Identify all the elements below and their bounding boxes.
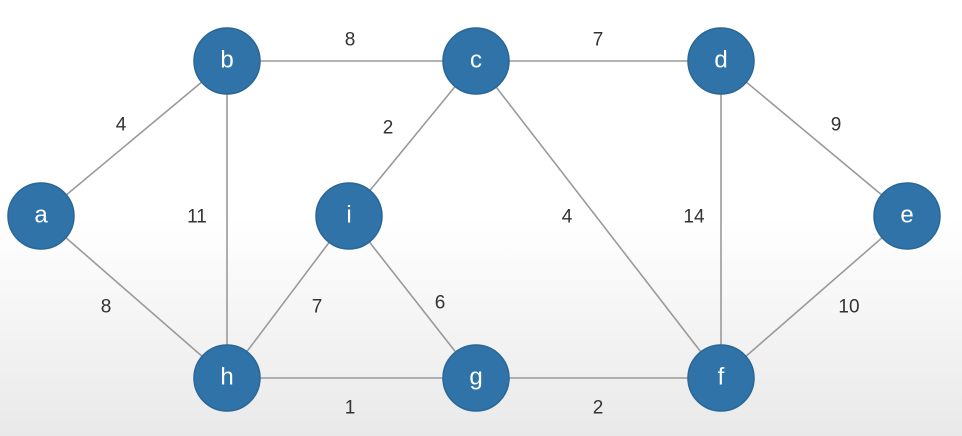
edge-weight-i-h: 7 (312, 297, 323, 318)
edge-weight-d-f: 14 (683, 207, 705, 228)
node-label-i: i (346, 202, 351, 229)
node-a: a (7, 182, 75, 250)
node-f: f (687, 344, 755, 412)
node-label-f: f (718, 364, 725, 391)
node-g: g (442, 344, 510, 412)
edge-weight-a-h: 8 (101, 297, 112, 318)
node-d: d (687, 27, 755, 95)
node-circle-h (193, 344, 261, 412)
edge-weight-c-d: 7 (593, 30, 604, 51)
node-label-d: d (714, 47, 727, 74)
node-i: i (315, 182, 383, 250)
edge-d-e (720, 60, 908, 217)
node-label-g: g (469, 364, 482, 391)
edge-weight-i-g: 6 (435, 293, 446, 314)
node-label-c: c (470, 47, 482, 74)
node-e: e (873, 182, 941, 250)
edge-weight-b-c: 8 (345, 30, 356, 51)
edge-i-h (226, 215, 350, 379)
node-circle-f (687, 344, 755, 412)
node-label-e: e (900, 202, 913, 229)
edge-weight-e-f: 10 (838, 297, 859, 318)
edge-weight-d-e: 9 (831, 115, 842, 136)
node-h: h (193, 344, 261, 412)
node-circle-b (193, 27, 261, 95)
node-circle-d (687, 27, 755, 95)
edge-a-h (40, 215, 228, 379)
node-circle-e (873, 182, 941, 250)
edge-i-g (348, 215, 477, 379)
node-c: c (442, 27, 510, 95)
node-b: b (193, 27, 261, 95)
edge-weight-g-f: 2 (593, 398, 604, 419)
node-circle-c (442, 27, 510, 95)
edge-weight-c-f: 4 (562, 207, 573, 228)
edge-a-b (40, 60, 228, 217)
edge-weight-b-h: 11 (187, 207, 207, 228)
node-label-a: a (34, 202, 48, 229)
node-label-b: b (220, 47, 233, 74)
node-circle-g (442, 344, 510, 412)
edge-c-f (475, 60, 722, 379)
node-label-h: h (220, 364, 233, 391)
edges-layer (40, 60, 908, 379)
edge-weight-h-g: 1 (345, 398, 356, 419)
edge-weight-c-i: 2 (383, 118, 394, 139)
node-circle-i (315, 182, 383, 250)
nodes-layer: a b c d e f g h i (7, 27, 941, 412)
edge-e-f (720, 215, 908, 379)
edge-weights-layer: 4 8 8 11 7 2 4 9 14 10 7 6 1 2 (101, 30, 860, 419)
edge-weight-a-b: 4 (116, 115, 127, 136)
node-circle-a (7, 182, 75, 250)
